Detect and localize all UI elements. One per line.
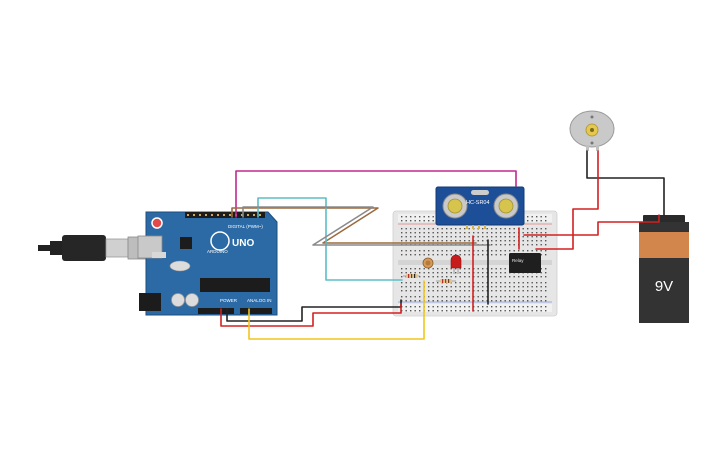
sensor-crystal [471, 190, 489, 195]
capacitor-2 [185, 293, 199, 307]
battery-label: 9V [655, 278, 673, 295]
wires[interactable] [220, 150, 665, 340]
reset-button[interactable] [151, 217, 163, 229]
usb-cable[interactable] [38, 235, 147, 261]
transmitter-mesh [447, 198, 463, 214]
arduino-infinity-logo [210, 231, 230, 251]
usb-chip [180, 237, 192, 249]
wire-cyan[interactable] [257, 197, 403, 281]
battery-9v[interactable]: 9V [639, 215, 689, 323]
resistor-1[interactable] [403, 274, 420, 278]
analog-header [240, 308, 272, 314]
wire-gray[interactable] [242, 206, 491, 246]
red-led[interactable] [450, 254, 462, 274]
crystal [152, 252, 166, 258]
battery-snap [643, 215, 685, 223]
wire-yellow[interactable] [248, 280, 425, 340]
wire-red-motor[interactable] [535, 150, 599, 250]
center-channel [398, 260, 552, 265]
wire-magenta[interactable] [235, 170, 517, 218]
photoresistor[interactable] [422, 257, 434, 269]
motor-terminal-1 [586, 145, 589, 151]
dc-motor[interactable] [569, 110, 615, 151]
digital-header-label: DIGITAL (PWM~) [228, 224, 263, 229]
bottom-power-rail [398, 304, 552, 312]
atmega-chip [200, 278, 270, 292]
wire-black-motor[interactable] [586, 150, 665, 216]
relay-module[interactable]: Relay [509, 253, 541, 273]
resistor-2[interactable] [436, 279, 456, 283]
capacitor-1 [171, 293, 185, 307]
sensor-pins [466, 225, 486, 229]
arduino-brand-label: ARDUINO [207, 249, 228, 254]
power-header [198, 308, 234, 314]
uno-label: UNO [232, 238, 254, 249]
relay-label: Relay [512, 258, 524, 263]
wire-red-battery[interactable] [523, 214, 660, 236]
power-header-label: POWER [220, 298, 238, 303]
wire-red-arduino[interactable] [220, 303, 402, 327]
motor-terminal-2 [596, 145, 599, 151]
arduino-uno-board[interactable]: DIGITAL (PWM~) UNO ARDUINO POWER ANALOG … [137, 211, 278, 316]
receiver-mesh [498, 198, 514, 214]
power-jack [139, 293, 161, 311]
analog-header-label: ANALOG IN [247, 298, 272, 303]
wire-brown[interactable] [231, 207, 477, 244]
sensor-label: HC-SR04 [466, 200, 490, 206]
oscillator [169, 260, 191, 272]
ultrasonic-sensor[interactable]: HC-SR04 [435, 186, 525, 229]
